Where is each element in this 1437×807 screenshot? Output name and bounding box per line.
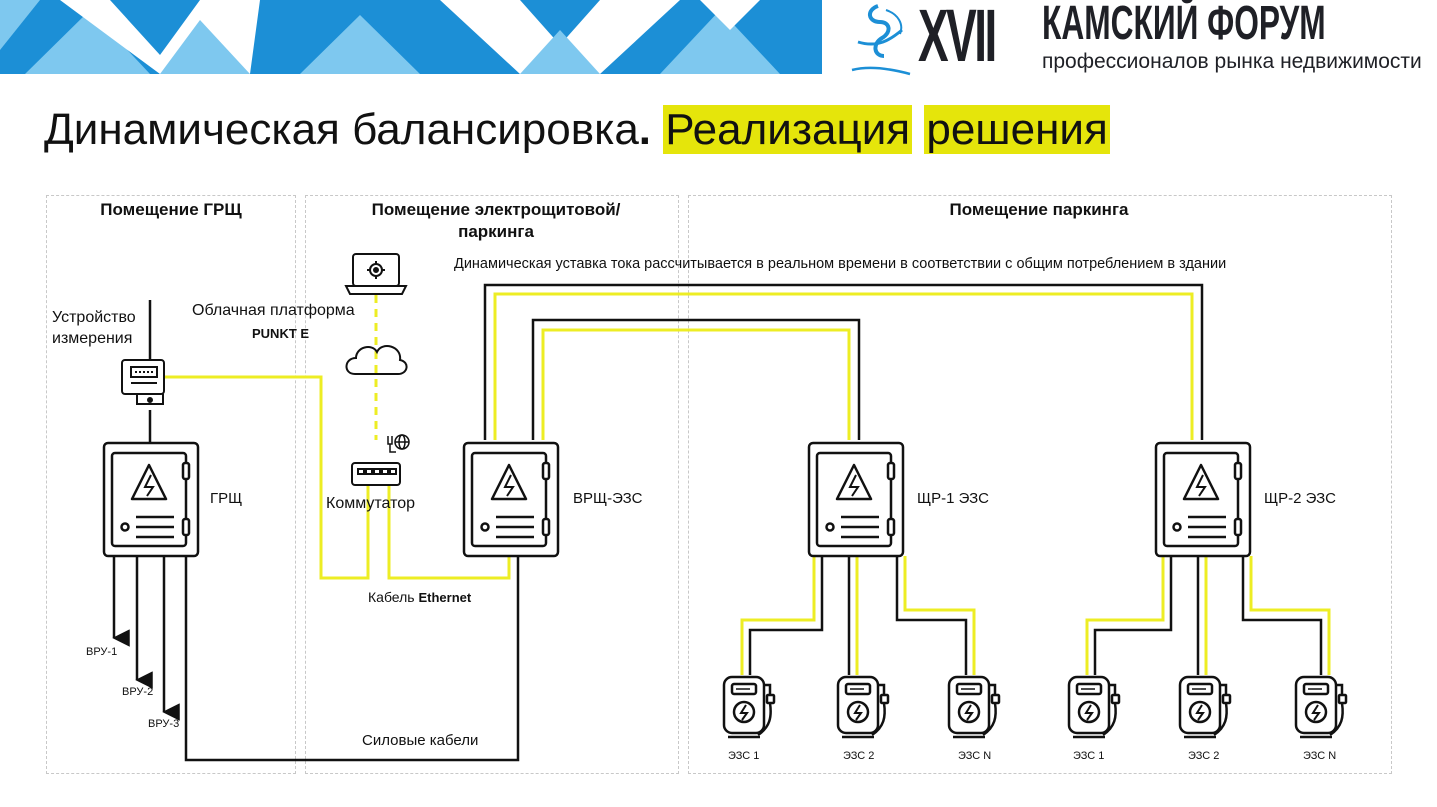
data-line-shr1 [541,328,851,440]
vru1-label: ВРУ-1 [86,646,118,658]
power-line-shr2 [483,283,1204,440]
vru2-label: ВРУ-2 [122,686,154,698]
data-line-ezsna [903,556,976,675]
meter-label: Устройство измерения [52,309,136,347]
ev-charger-icon [1178,675,1232,739]
zone-title-panel: Помещение электрощитовой/паркинга [371,200,621,241]
data-lines [163,292,1331,675]
cabinets [102,441,1252,558]
chargers [722,675,1348,739]
grsh-label: ГРЩ [210,490,243,507]
zone-title-parking: Помещение паркинга [949,200,1129,219]
power-cables-label: Силовые кабели [362,732,479,749]
zone-panel-room [305,195,679,774]
zone-title-grsh: Помещение ГРЩ [100,200,242,219]
cable-type: Ethernet [418,590,472,605]
logo-title: КАМСКИЙ ФОРУМ [1042,0,1326,50]
power-line-grsh-vrsh [184,556,520,762]
energy-meter-icon [121,359,165,405]
electrical-cabinet-icon [462,441,560,558]
charger-label: ЭЗС 2 [843,750,875,762]
charger-label: ЭЗС N [958,750,992,762]
power-line-ezsnb [1241,556,1323,675]
logo-subtitle: профессионалов рынка недвижимости [1042,50,1422,73]
power-line-ezs1a [748,556,824,675]
data-line-ezs1b [1085,556,1165,675]
cloud-platform-label: Облачная платформа [192,302,355,319]
vru3-label: ВРУ-3 [148,718,180,730]
electrical-cabinet-icon [1154,441,1252,558]
power-line-shr1 [531,318,861,440]
charger-label: ЭЗС 1 [728,750,760,762]
forum-logo: XVII КАМСКИЙ ФОРУМ профессионалов рынка … [838,0,1437,80]
cloud-icon [345,345,408,375]
charger-label: ЭЗС N [1303,750,1337,762]
data-line-switch [387,486,511,580]
power-lines [112,283,1323,762]
router-icon [351,462,401,486]
data-line-ezsnb [1249,556,1331,675]
ev-charger-icon [947,675,1001,739]
electrical-cabinet-icon [102,441,200,558]
globe-plug-icon [387,434,410,453]
shr1-label: ЩР-1 ЭЗС [917,490,989,507]
page-title: Динамическая балансировка. Реализация ре… [44,102,1110,158]
banner-graphic [0,0,822,74]
title-highlight-2: решения [924,105,1110,154]
ethernet-cable-label: Кабель Ethernet [368,587,471,608]
title-highlight-1: Реализация [663,105,913,154]
charger-label: ЭЗС 1 [1073,750,1105,762]
platform-name: PUNKT E [252,326,310,341]
zone-parking [688,195,1392,774]
electrical-cabinet-icon [807,441,905,558]
power-line-ezs1b [1093,556,1173,675]
zone-grsh [46,195,296,774]
charger-label: ЭЗС 2 [1188,750,1220,762]
title-dot: . [638,105,652,154]
ev-charger-icon [836,675,890,739]
ev-charger-icon [1067,675,1121,739]
dancer-logo-icon [851,4,911,76]
logo-numeral: XVII [918,0,997,77]
switch-label: Коммутатор [326,495,416,512]
vrsh-label: ВРЩ-ЭЗС [573,490,643,507]
cable-prefix: Кабель [368,589,415,605]
balancing-note: Динамическая уставка тока рассчитывается… [454,256,1227,272]
data-line-ezs1a [740,556,816,675]
data-line-meter [163,375,370,580]
ev-charger-icon [722,675,776,739]
laptop-gear-icon [344,253,408,295]
data-line-shr2 [493,292,1194,440]
shr2-label: ЩР-2 ЭЗС [1264,490,1336,507]
power-line-ezsna [895,556,968,675]
title-main: Динамическая балансировка [44,105,639,154]
ev-charger-icon [1294,675,1348,739]
